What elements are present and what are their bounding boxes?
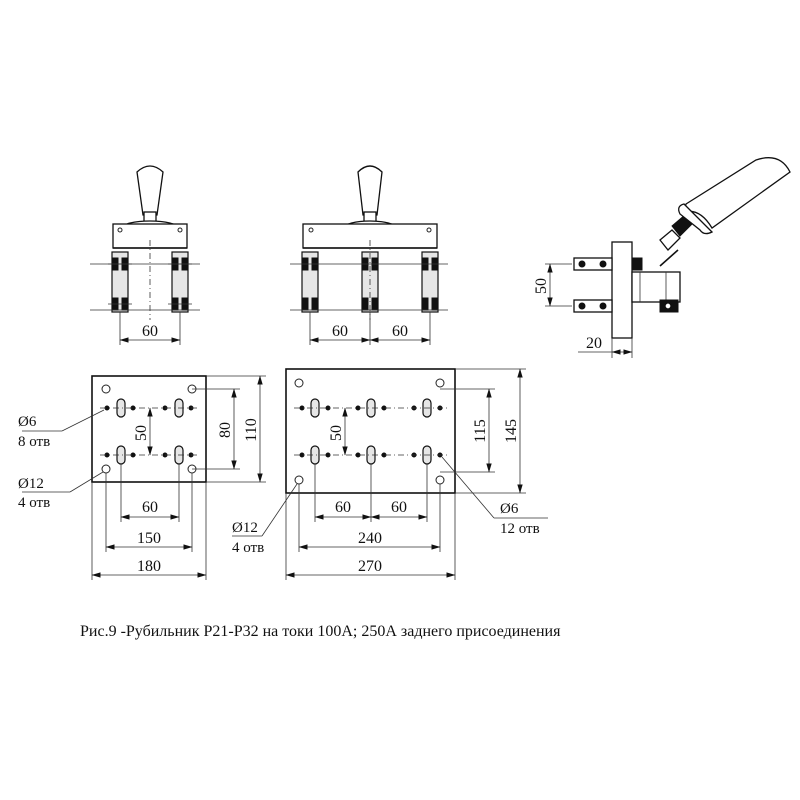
callout-small-hole-dia: Ø6 (18, 414, 37, 430)
plate-3pole: 50 115 145 60 60 240 270 Ø6 12 отв (232, 368, 548, 580)
plate-outline (91, 375, 207, 483)
dim-panel-depth: 20 (586, 335, 602, 352)
callout-small-hole-count: 12 отв (500, 521, 540, 537)
dim-hole-span: 240 (358, 530, 382, 547)
switch-3pole-front-view: 60 60 (290, 165, 448, 345)
dim-inner-height: 115 (472, 419, 489, 442)
dim-slot-pitch-1: 60 (335, 499, 351, 516)
figure-caption: Рис.9 -Рубильник Р21-Р32 на токи 100А; 2… (80, 623, 561, 640)
dim-outer-height: 145 (503, 419, 520, 443)
side-handle (659, 157, 791, 251)
contact-pole-1 (301, 251, 319, 313)
dim-hole-span: 150 (137, 530, 161, 547)
dim-plate-width: 180 (137, 558, 161, 575)
dim-inner-height: 80 (217, 422, 234, 438)
callout-large-hole-count: 4 отв (18, 495, 50, 511)
callout-large-hole-count: 4 отв (232, 540, 264, 556)
handle-grip (136, 165, 164, 216)
plate-2pole: 50 80 110 60 150 180 Ø6 8 отв Ø12 4 отв (18, 375, 266, 580)
dim-slot-pitch-2: 60 (391, 499, 407, 516)
contact-pole-2 (168, 251, 192, 313)
contact-pole-3 (421, 251, 439, 313)
callout-small-hole-dia: Ø6 (500, 501, 519, 517)
dim-pole-pitch-2: 60 (392, 323, 408, 340)
handle-grip (357, 165, 383, 216)
dim-pole-pitch-1: 60 (332, 323, 348, 340)
dim-terminal-spacing: 50 (533, 278, 550, 294)
callout-large-hole-dia: Ø12 (18, 476, 44, 492)
dim-slot-spacing: 50 (133, 425, 150, 441)
mounting-panel (611, 241, 633, 339)
callout-small-hole-count: 8 отв (18, 434, 50, 450)
dim-outer-height: 110 (243, 418, 260, 441)
dim-pole-pitch: 60 (142, 323, 158, 340)
switch-2pole-front-view: 60 (90, 165, 200, 345)
switch-side-view: 50 20 (533, 157, 791, 358)
plate-outline (285, 368, 456, 494)
dim-plate-width: 270 (358, 558, 382, 575)
switch-body (631, 271, 681, 303)
contact-pole-1 (108, 251, 132, 313)
dim-slot-pitch: 60 (142, 499, 158, 516)
dim-slot-spacing: 50 (328, 425, 345, 441)
callout-large-hole-dia: Ø12 (232, 520, 258, 536)
